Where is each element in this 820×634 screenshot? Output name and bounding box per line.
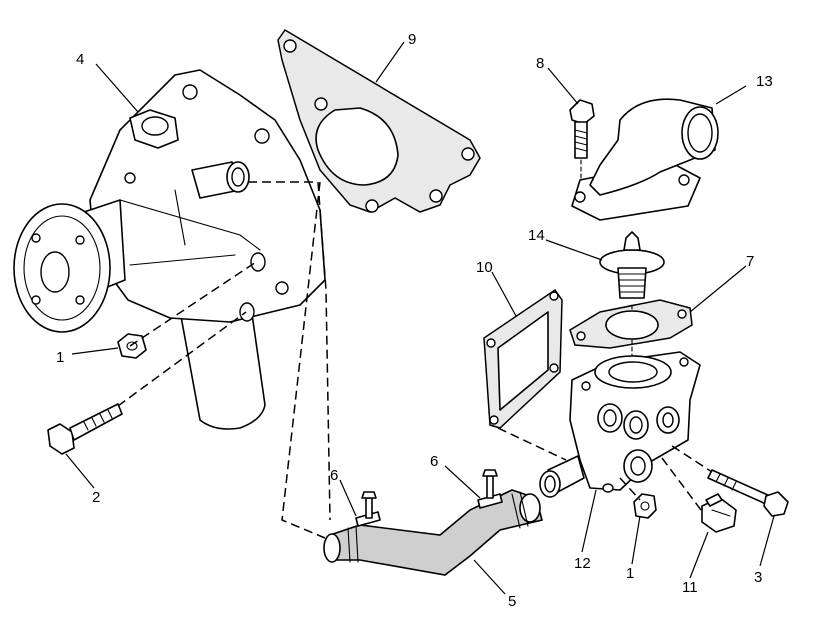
callout-labels: 4 9 8 13 14 10 7 1 2 6 6 12 1 11 3 5 bbox=[56, 31, 773, 610]
callout-2: 2 bbox=[92, 489, 100, 506]
callout-7: 7 bbox=[746, 253, 754, 270]
housing-bolt bbox=[707, 469, 789, 517]
cover-bolt bbox=[569, 99, 595, 159]
callout-10: 10 bbox=[476, 259, 493, 276]
callout-11: 11 bbox=[682, 579, 698, 596]
callout-14: 14 bbox=[528, 227, 545, 244]
callout-8: 8 bbox=[536, 55, 544, 72]
callout-5: 5 bbox=[508, 593, 516, 610]
pump-bolt bbox=[47, 403, 123, 455]
thermostat bbox=[599, 231, 665, 299]
drain-plug bbox=[701, 493, 737, 533]
thermostat-housing bbox=[539, 351, 701, 498]
hose-clamp-left bbox=[355, 491, 381, 527]
assembly-lines bbox=[117, 181, 713, 539]
nut-upper bbox=[117, 333, 147, 359]
water-pump bbox=[13, 69, 326, 430]
callout-4: 4 bbox=[76, 51, 84, 68]
callout-13: 13 bbox=[756, 73, 773, 90]
housing-gasket bbox=[483, 288, 563, 429]
callout-1-upper: 1 bbox=[56, 349, 64, 366]
hose-clamp-right bbox=[477, 469, 503, 509]
thermostat-cover bbox=[571, 98, 719, 221]
callout-6-right: 6 bbox=[430, 453, 438, 470]
nut-lower bbox=[633, 493, 657, 519]
thermostat-gasket bbox=[569, 299, 693, 349]
callout-1-lower: 1 bbox=[626, 565, 634, 582]
callout-6-left: 6 bbox=[330, 467, 338, 484]
water-hose bbox=[323, 489, 543, 576]
leader-lines bbox=[65, 41, 775, 595]
callout-12: 12 bbox=[574, 555, 591, 572]
callout-3: 3 bbox=[754, 569, 762, 586]
callout-9: 9 bbox=[408, 31, 416, 48]
pump-gasket bbox=[277, 28, 481, 213]
